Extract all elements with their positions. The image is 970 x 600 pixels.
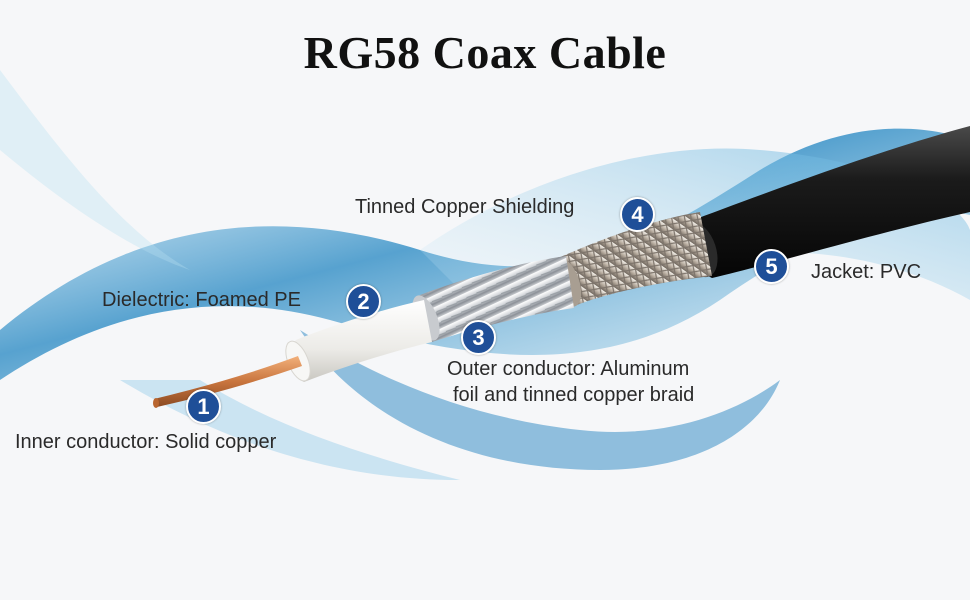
part-5-label: Jacket: PVC [811,261,922,283]
background-ribbon [0,70,190,270]
background-ribbon [300,330,780,470]
aluminum-foil [414,256,574,342]
part-1-badge: 1 [186,389,221,424]
part-3-badge: 3 [461,320,496,355]
dielectric [288,300,432,382]
part-5-badge: 5 [754,249,789,284]
part-4-badge: 4 [620,197,655,232]
copper-braid [554,212,712,306]
part-4-label: Tinned Copper Shielding [355,196,575,218]
part-2-badge: 2 [346,284,381,319]
part-3-label: Outer conductor: Aluminum [447,358,690,380]
cable-jacket [686,126,970,278]
page-title: RG58 Coax Cable [303,27,667,78]
part-3-label-line2: foil and tinned copper braid [453,384,695,406]
part-1-label: Inner conductor: Solid copper [15,431,277,453]
part-2-label: Dielectric: Foamed PE [102,289,301,311]
